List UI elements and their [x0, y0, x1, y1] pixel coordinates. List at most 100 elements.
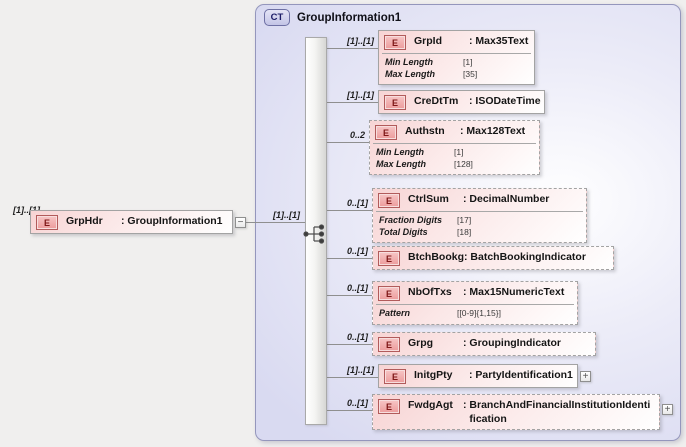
element-title-row: ECreDtTmISODateTime — [379, 91, 544, 113]
element-box-fwdgagt[interactable]: E FwdgAgt BranchAndFinancialInstitutionIde… — [372, 394, 660, 431]
connector-line-grpg — [326, 344, 372, 345]
element-title-row: E InitgPty PartyIdentification1 — [379, 365, 577, 387]
element-e-icon: E — [36, 215, 58, 230]
element-name: CtrlSum — [408, 193, 449, 205]
facet-name: Max Length — [385, 68, 436, 79]
element-name: GrpId — [414, 35, 442, 47]
cardinality-label-grpg: 0..[1] — [346, 332, 368, 342]
facet-name: Min Length — [385, 57, 433, 67]
element-e-icon: E — [378, 193, 400, 208]
facet-separator — [373, 143, 536, 144]
element-title-row: E BtchBookg BatchBookingIndicator — [373, 247, 613, 269]
facet-name: Min Length — [376, 147, 424, 157]
connector-line-credttm — [326, 102, 378, 103]
cardinality-label-fwdgagt: 0..[1] — [346, 398, 368, 408]
connector-line-fwdgagt — [326, 410, 372, 411]
element-name: NbOfTxs — [408, 286, 452, 298]
facet-value: [1] — [463, 57, 473, 67]
element-type: Max15NumericText — [469, 286, 565, 298]
facet-separator — [376, 211, 583, 212]
element-e-icon: E — [378, 399, 400, 414]
connector-line-nboftxs — [326, 295, 372, 296]
facet-list: Min Length [1] Max Length [128] — [370, 144, 539, 174]
element-name: BtchBookg — [408, 251, 464, 263]
sequence-bar — [305, 37, 327, 425]
element-e-icon: E — [384, 35, 406, 50]
element-e-icon: E — [384, 95, 406, 110]
element-name: FwdgAgt — [408, 399, 453, 411]
root-connector-line — [246, 222, 306, 223]
facet-value: [35] — [463, 68, 478, 79]
element-e-icon: E — [384, 369, 406, 384]
element-type: DecimalNumber — [469, 193, 550, 205]
root-cardinality-label: [1]..[1] — [13, 205, 40, 215]
connector-line-authstn — [326, 142, 369, 143]
element-name: Grpg — [408, 337, 434, 349]
facet-row: Max Length [35] — [385, 69, 528, 81]
facet-row: Pattern [[0-9]{1,15}] — [379, 308, 571, 320]
element-type: Max128Text — [466, 125, 526, 137]
facet-row: Min Length [1] — [385, 57, 528, 69]
root-inner-cardinality-label: [1]..[1] — [273, 210, 300, 220]
facet-list: Fraction Digits[17]Total Digits[18] — [373, 212, 586, 242]
facet-row: Min Length [1] — [376, 147, 533, 159]
facet-value: [1] — [454, 147, 464, 157]
element-e-icon: E — [378, 337, 400, 352]
element-title-row: E Authstn Max128Text — [370, 121, 539, 143]
facet-value: [[0-9]{1,15}] — [457, 308, 501, 318]
element-name: InitgPty — [414, 369, 453, 381]
facet-row: Total Digits[18] — [379, 227, 580, 239]
connector-line-grpid — [326, 48, 378, 49]
element-title-row: E FwdgAgt BranchAndFinancialInstitutionIde… — [373, 395, 659, 429]
element-box-btchbookg[interactable]: E BtchBookg BatchBookingIndicator — [372, 246, 614, 270]
cardinality-label-btchbookg: 0..[1] — [346, 246, 368, 256]
element-box-initgpty[interactable]: E InitgPty PartyIdentification1 — [378, 364, 578, 388]
element-title-row: E NbOfTxs Max15NumericText — [373, 282, 577, 304]
collapse-handle[interactable]: − — [235, 217, 246, 228]
element-title-row: E Grpg GroupingIndicator — [373, 333, 595, 355]
facet-list: Pattern [[0-9]{1,15}] — [373, 305, 577, 324]
cardinality-label-nboftxs: 0..[1] — [346, 283, 368, 293]
element-title-row: E CtrlSum DecimalNumber — [373, 189, 586, 211]
expand-handle-initgpty[interactable]: + — [580, 371, 591, 382]
element-type: GroupingIndicator — [469, 337, 561, 349]
element-type: Max35Text — [475, 35, 529, 47]
element-type: BatchBookingIndicator — [470, 251, 586, 263]
facet-separator — [382, 53, 531, 54]
element-e-icon: E — [378, 251, 400, 266]
element-name: Authstn — [405, 125, 445, 137]
facet-name: Total Digits — [379, 226, 428, 237]
element-box-grpg[interactable]: E Grpg GroupingIndicator — [372, 332, 596, 356]
element-box-grphdr[interactable]: E GrpHdr GroupInformation1 — [30, 210, 233, 234]
complex-type-header: CT GroupInformation1 — [264, 9, 401, 26]
element-type: BranchAndFinancialInstitutionIdentificat… — [469, 399, 651, 425]
facet-value: [128] — [454, 158, 473, 169]
element-e-icon: E — [378, 286, 400, 301]
facet-list: Min Length [1] Max Length [35] — [379, 54, 534, 84]
element-title-row: E GrpHdr GroupInformation1 — [31, 211, 232, 233]
facet-row: Max Length [128] — [376, 159, 533, 171]
facet-row: Fraction Digits[17] — [379, 215, 580, 227]
element-name: GrpHdr — [66, 215, 103, 227]
cardinality-label-ctrlsum: 0..[1] — [346, 198, 368, 208]
complex-type-title: GroupInformation1 — [297, 11, 402, 24]
sequence-icon[interactable] — [303, 224, 329, 244]
cardinality-label-authstn: 0..2 — [349, 130, 365, 140]
connector-line-ctrlsum — [326, 210, 372, 211]
element-type: GroupInformation1 — [127, 215, 223, 227]
element-type: PartyIdentification1 — [475, 369, 573, 381]
connector-line-btchbookg — [326, 258, 372, 259]
element-e-icon: E — [375, 125, 397, 140]
cardinality-label-initgpty: [1]..[1] — [347, 365, 374, 375]
facet-name: Pattern — [379, 308, 411, 318]
facet-name: Max Length — [376, 158, 427, 169]
expand-handle-fwdgagt[interactable]: + — [662, 404, 673, 415]
connector-line-initgpty — [326, 377, 378, 378]
element-box-credttm[interactable]: ECreDtTmISODateTime — [378, 90, 545, 114]
element-title-row: E GrpId Max35Text — [379, 31, 534, 53]
